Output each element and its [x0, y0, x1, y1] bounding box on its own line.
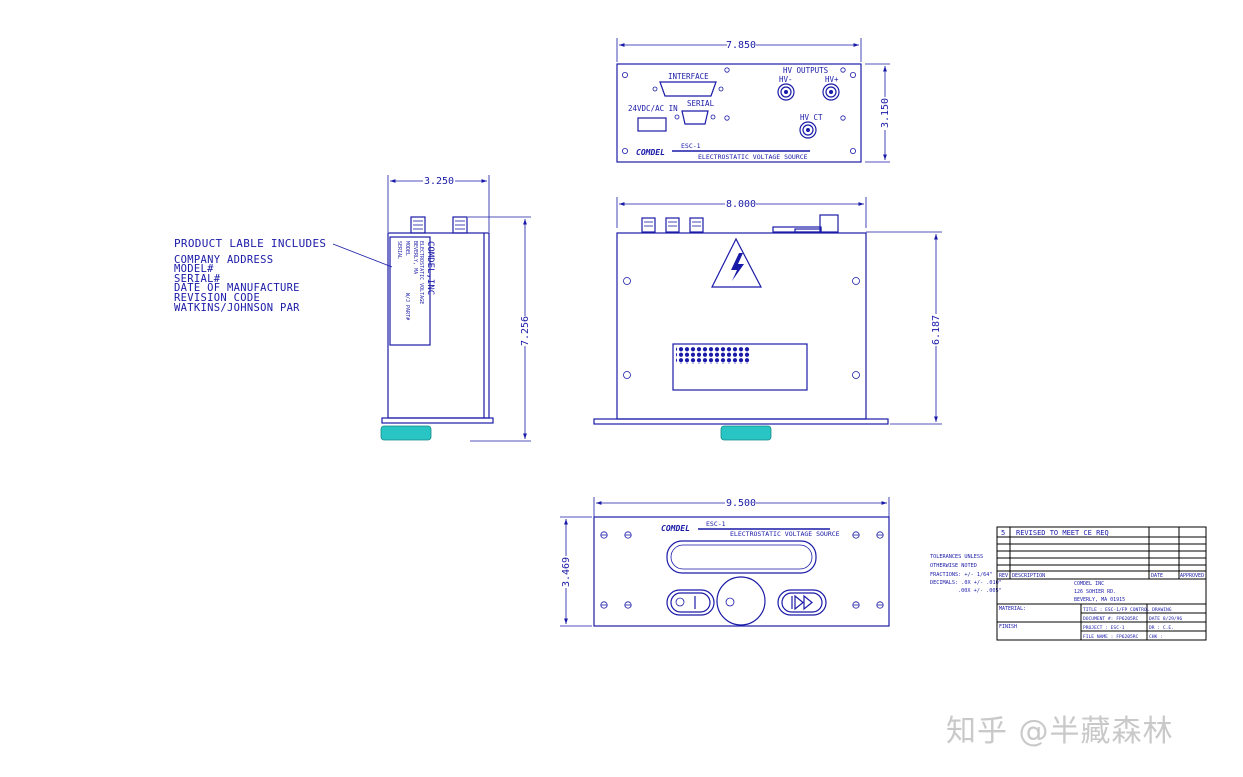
- drawing-title: TITLE : ESC-1/FP CONTROL DRAWING: [1083, 607, 1172, 613]
- drawn-by: DR : C.E.: [1149, 625, 1174, 631]
- tolerance-line: TOLERANCES UNLESS: [930, 554, 983, 560]
- vent-holes: [676, 347, 750, 364]
- tolerance-line: DECIMALS: .0X +/- .010": [930, 580, 1002, 586]
- vent-panel: [672, 343, 808, 391]
- company-line: BEVERLY, MA 01915: [1074, 597, 1125, 603]
- interface-connector: [659, 81, 717, 97]
- material-label: MATERIAL:: [999, 606, 1026, 612]
- power-switch-icon: [666, 589, 715, 616]
- description-header: DESCRIPTION: [1012, 573, 1045, 579]
- serial-label: SERIAL: [687, 99, 715, 108]
- document-number: DOCUMENT #: FP6205RC: [1083, 616, 1139, 622]
- front-product-name: ELECTROSTATIC VOLTAGE SOURCE: [698, 153, 808, 161]
- top-foot: [720, 425, 772, 441]
- note-heading: PRODUCT LABLE INCLUDES: [174, 237, 327, 250]
- rack-product-name: ELECTROSTATIC VOLTAGE SOURCE: [730, 530, 840, 538]
- watermark: 知乎 @半藏森林: [946, 714, 1174, 749]
- top-view: 8.000 6.187: [593, 197, 942, 441]
- tolerance-line: OTHERWISE NOTED: [930, 563, 977, 569]
- control-knob: [716, 576, 766, 626]
- top-base-plate: [593, 418, 889, 425]
- side-label-line: ELECTROSTATIC VOLTAGE: [418, 241, 424, 304]
- side-label-line: BEVERLY, MA: [412, 241, 418, 274]
- rack-logo: COMDEL: [661, 524, 690, 533]
- tolerance-notes: TOLERANCES UNLESS OTHERWISE NOTED FRACTI…: [930, 554, 1002, 594]
- product-label: [389, 236, 431, 346]
- rev-number: 5: [1001, 529, 1005, 537]
- finish-label: FINISH: [999, 624, 1017, 630]
- side-label-line: W/J PART#: [404, 293, 410, 320]
- side-label-line: MODEL: [404, 241, 410, 256]
- hv-ct-connector: [799, 121, 817, 139]
- side-label-line: SERIAL: [396, 241, 402, 259]
- hv-plus-label: HV+: [825, 75, 839, 84]
- front-panel-outline: [616, 63, 862, 163]
- rack-panel-view: 9.500 3.469 COMDEL ESC-1 ELECTROSTATIC V…: [560, 497, 890, 627]
- note-line: DATE OF MANUFACTURE: [174, 282, 300, 295]
- high-voltage-warning-icon: [711, 237, 762, 288]
- dim-rack-width: 9.500: [726, 498, 756, 509]
- side-view: 3.250 7.256 COMDEL,INC ELECTROSTATIC VOL…: [332, 175, 531, 442]
- dim-top-depth: 6.187: [931, 315, 942, 345]
- rack-model: ESC-1: [706, 520, 726, 528]
- date-header: DATE: [1151, 573, 1163, 579]
- dim-front-height: 3.150: [880, 98, 891, 128]
- note-line: MODEL#: [174, 263, 214, 276]
- rack-screw-holes: [600, 531, 884, 609]
- company-line: 126 SOHIER RD.: [1074, 589, 1116, 595]
- power-in-connector: [637, 117, 667, 132]
- dim-front-width: 7.850: [726, 40, 756, 51]
- hv-minus-connector: [777, 83, 795, 101]
- checked-by: CHK :: [1149, 634, 1163, 640]
- approved-header: APPROVED: [1180, 573, 1204, 579]
- project-name: PROJECT : ESC-1: [1083, 625, 1125, 631]
- side-bnc-connectors: [410, 216, 468, 234]
- serial-connector: [681, 110, 709, 125]
- file-name: FILE NAME : FP6205RC: [1083, 634, 1139, 640]
- rev-header: REV: [999, 573, 1008, 579]
- hv-outputs-label: HV OUTPUTS: [783, 66, 829, 75]
- top-chassis: [616, 232, 867, 420]
- note-line: REVISION CODE: [174, 291, 261, 304]
- dim-side-width: 3.250: [424, 176, 454, 187]
- hv-minus-label: HV-: [779, 75, 793, 84]
- front-logo: COMDEL: [636, 148, 665, 157]
- note-line: COMPANY ADDRESS: [174, 253, 274, 266]
- hv-plus-connector: [822, 83, 840, 101]
- note-line: SERIAL#: [174, 272, 221, 285]
- hv-ct-label: HV CT: [800, 113, 823, 122]
- rack-panel-outline: [593, 516, 890, 627]
- drawing-date: DATE 8/29/96: [1149, 616, 1182, 622]
- side-chassis: [387, 232, 490, 419]
- company-line: COMDEL INC: [1074, 581, 1104, 587]
- display-window: [666, 540, 817, 574]
- note-line: WATKINS/JOHNSON PAR: [174, 301, 300, 314]
- label-leader: [332, 243, 393, 268]
- dim-rack-height: 3.469: [561, 557, 572, 587]
- product-label-note: PRODUCT LABLE INCLUDES COMPANY ADDRESS M…: [174, 237, 327, 314]
- dim-side-height: 7.256: [520, 316, 531, 346]
- tolerance-line: FRACTIONS: +/- 1/64": [930, 572, 992, 578]
- interface-label: INTERFACE: [668, 72, 709, 81]
- front-view: 7.850 3.150 INTERFACE 24VDC/AC IN SERIAL…: [616, 38, 891, 163]
- title-block: 5 REVISED TO MEET CE REQ REV DESCRIPTION…: [996, 526, 1207, 641]
- tolerance-line: .00X +/- .005": [958, 588, 1002, 594]
- rev-description: REVISED TO MEET CE REQ: [1016, 529, 1109, 537]
- power-in-label: 24VDC/AC IN: [628, 104, 678, 113]
- top-connectors: [641, 214, 839, 233]
- output-button-icon: [777, 589, 827, 616]
- front-model: ESC-1: [681, 142, 701, 150]
- side-label-company: COMDEL,INC: [425, 241, 435, 295]
- dim-top-width: 8.000: [726, 199, 756, 210]
- side-base-plate: [381, 417, 494, 424]
- side-foot: [380, 425, 432, 441]
